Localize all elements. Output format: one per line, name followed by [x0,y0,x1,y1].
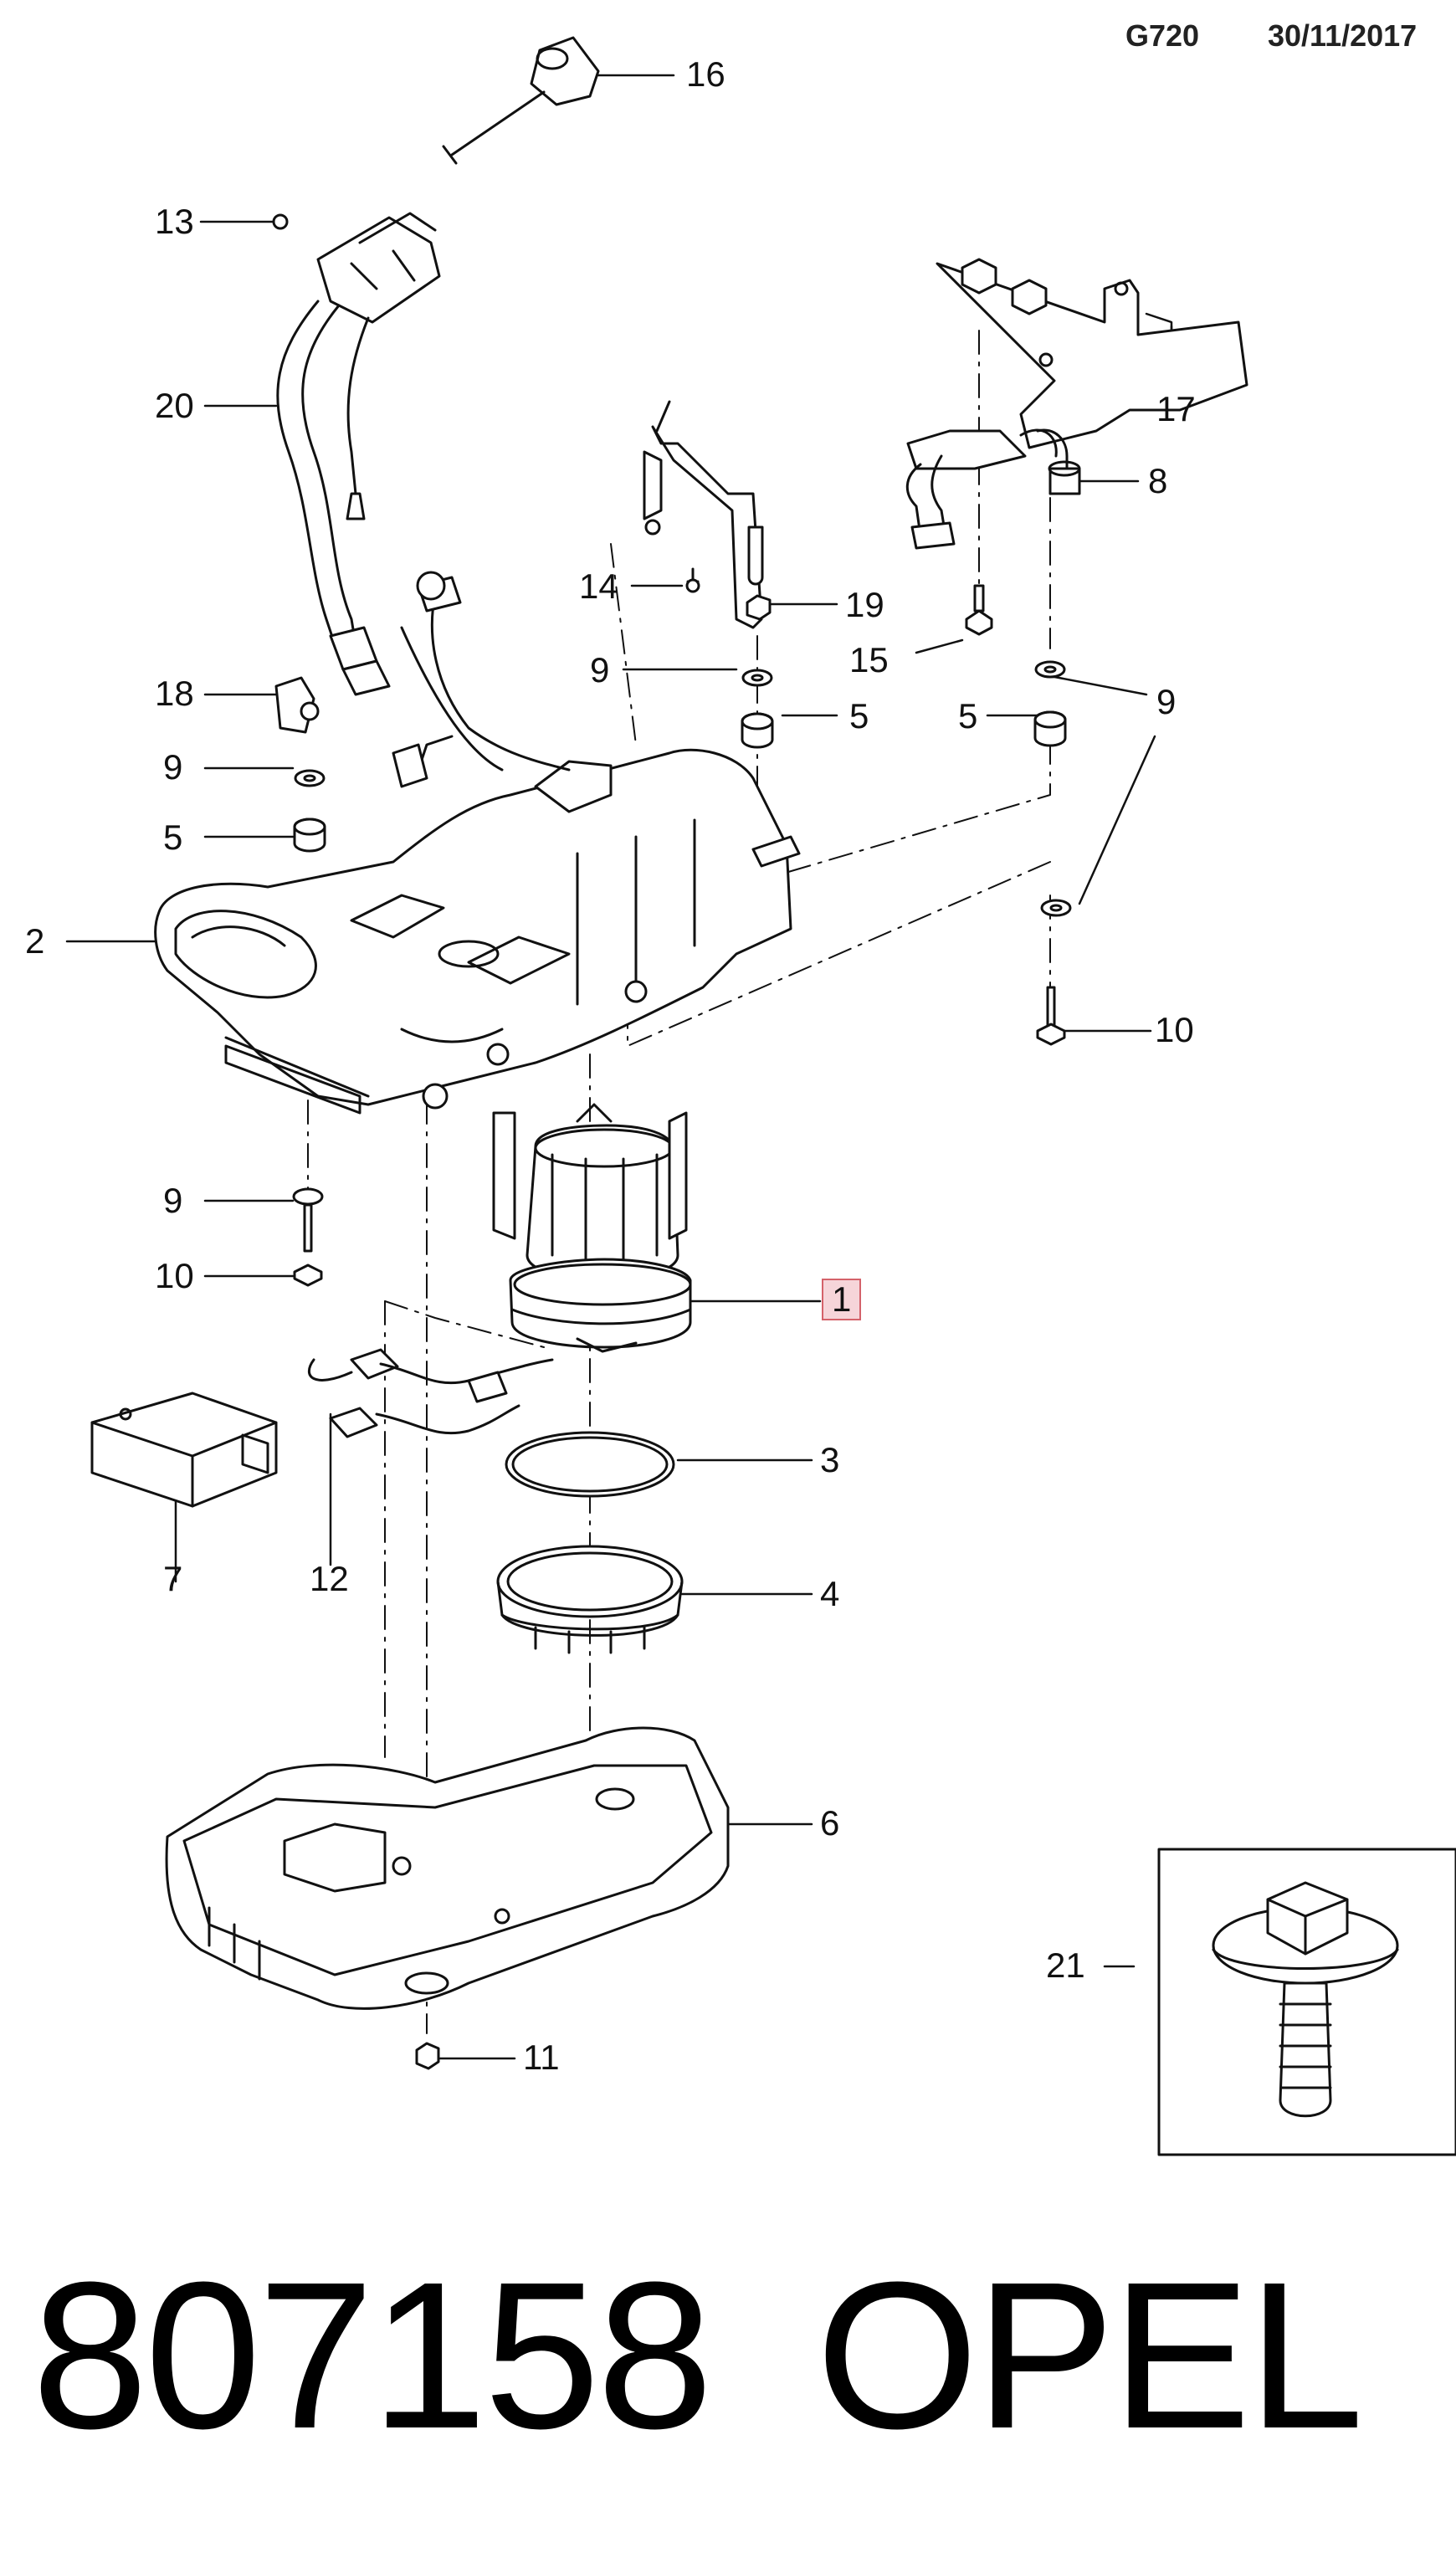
callout-9-middle: 9 [590,650,610,689]
callout-13: 13 [155,202,194,241]
part-21-detail-box [1157,1848,1456,2156]
callout-8: 8 [1148,461,1168,500]
callout-16: 16 [686,54,725,94]
callout-5-middle: 5 [849,696,869,736]
callout-12: 12 [310,1559,349,1598]
part-4-locking-ring [496,1545,684,1654]
part-16-fuel-filler-fitting [442,36,600,165]
right-washer-grommet [1033,660,1072,917]
callout-19: 19 [845,585,884,624]
callout-9-left: 9 [163,747,183,787]
callout-9-right: 9 [1156,682,1177,721]
callout-7: 7 [163,1559,183,1598]
left-washer-grommet [293,769,326,853]
part-number: 807158 [32,2238,713,2472]
diagram-code: G720 [1125,18,1200,53]
callout-10-left: 10 [155,1256,194,1295]
callout-3: 3 [820,1440,840,1479]
part-3-seal-ring [505,1431,675,1498]
part-8-fuel-line-bracket [905,428,1081,550]
callout-4: 4 [820,1574,840,1613]
part-19-bracket [643,400,764,629]
part-17-mounting-bracket [936,258,1248,449]
callout-10-right: 10 [1155,1010,1194,1049]
callout-5-right: 5 [958,696,978,736]
callout-21: 21 [1046,1945,1085,1985]
callout-18: 18 [155,674,194,713]
part-7-control-module [90,1392,278,1508]
callout-14: 14 [579,566,618,606]
callout-11: 11 [523,2038,560,2077]
part-12-harness [308,1348,554,1438]
diagram-date: 30/11/2017 [1268,18,1418,53]
part-10-bolts [292,986,1066,1287]
part-14-screw [685,567,700,593]
brand-name: OPEL [816,2238,1364,2472]
part-15-bolt [965,584,993,636]
part-1-fuel-pump-module [492,1103,692,1353]
callout-9-lower: 9 [163,1181,183,1220]
callout-17: 17 [1156,389,1196,428]
callout-2: 2 [25,921,45,961]
part-18-clip [274,676,320,734]
callout-15: 15 [849,640,889,679]
part-2-fuel-tank [154,571,801,1115]
part-11-nut [415,2042,440,2070]
callout-5-left: 5 [163,818,183,857]
part-20-wiring-harness [272,212,441,696]
callout-20: 20 [155,386,194,425]
middle-washer-grommet [741,669,774,749]
callout-6: 6 [820,1803,840,1843]
part-19-nut [746,594,772,621]
callout-1-highlighted[interactable]: 1 [822,1279,862,1320]
part-6-tank-shield [165,1726,730,2010]
